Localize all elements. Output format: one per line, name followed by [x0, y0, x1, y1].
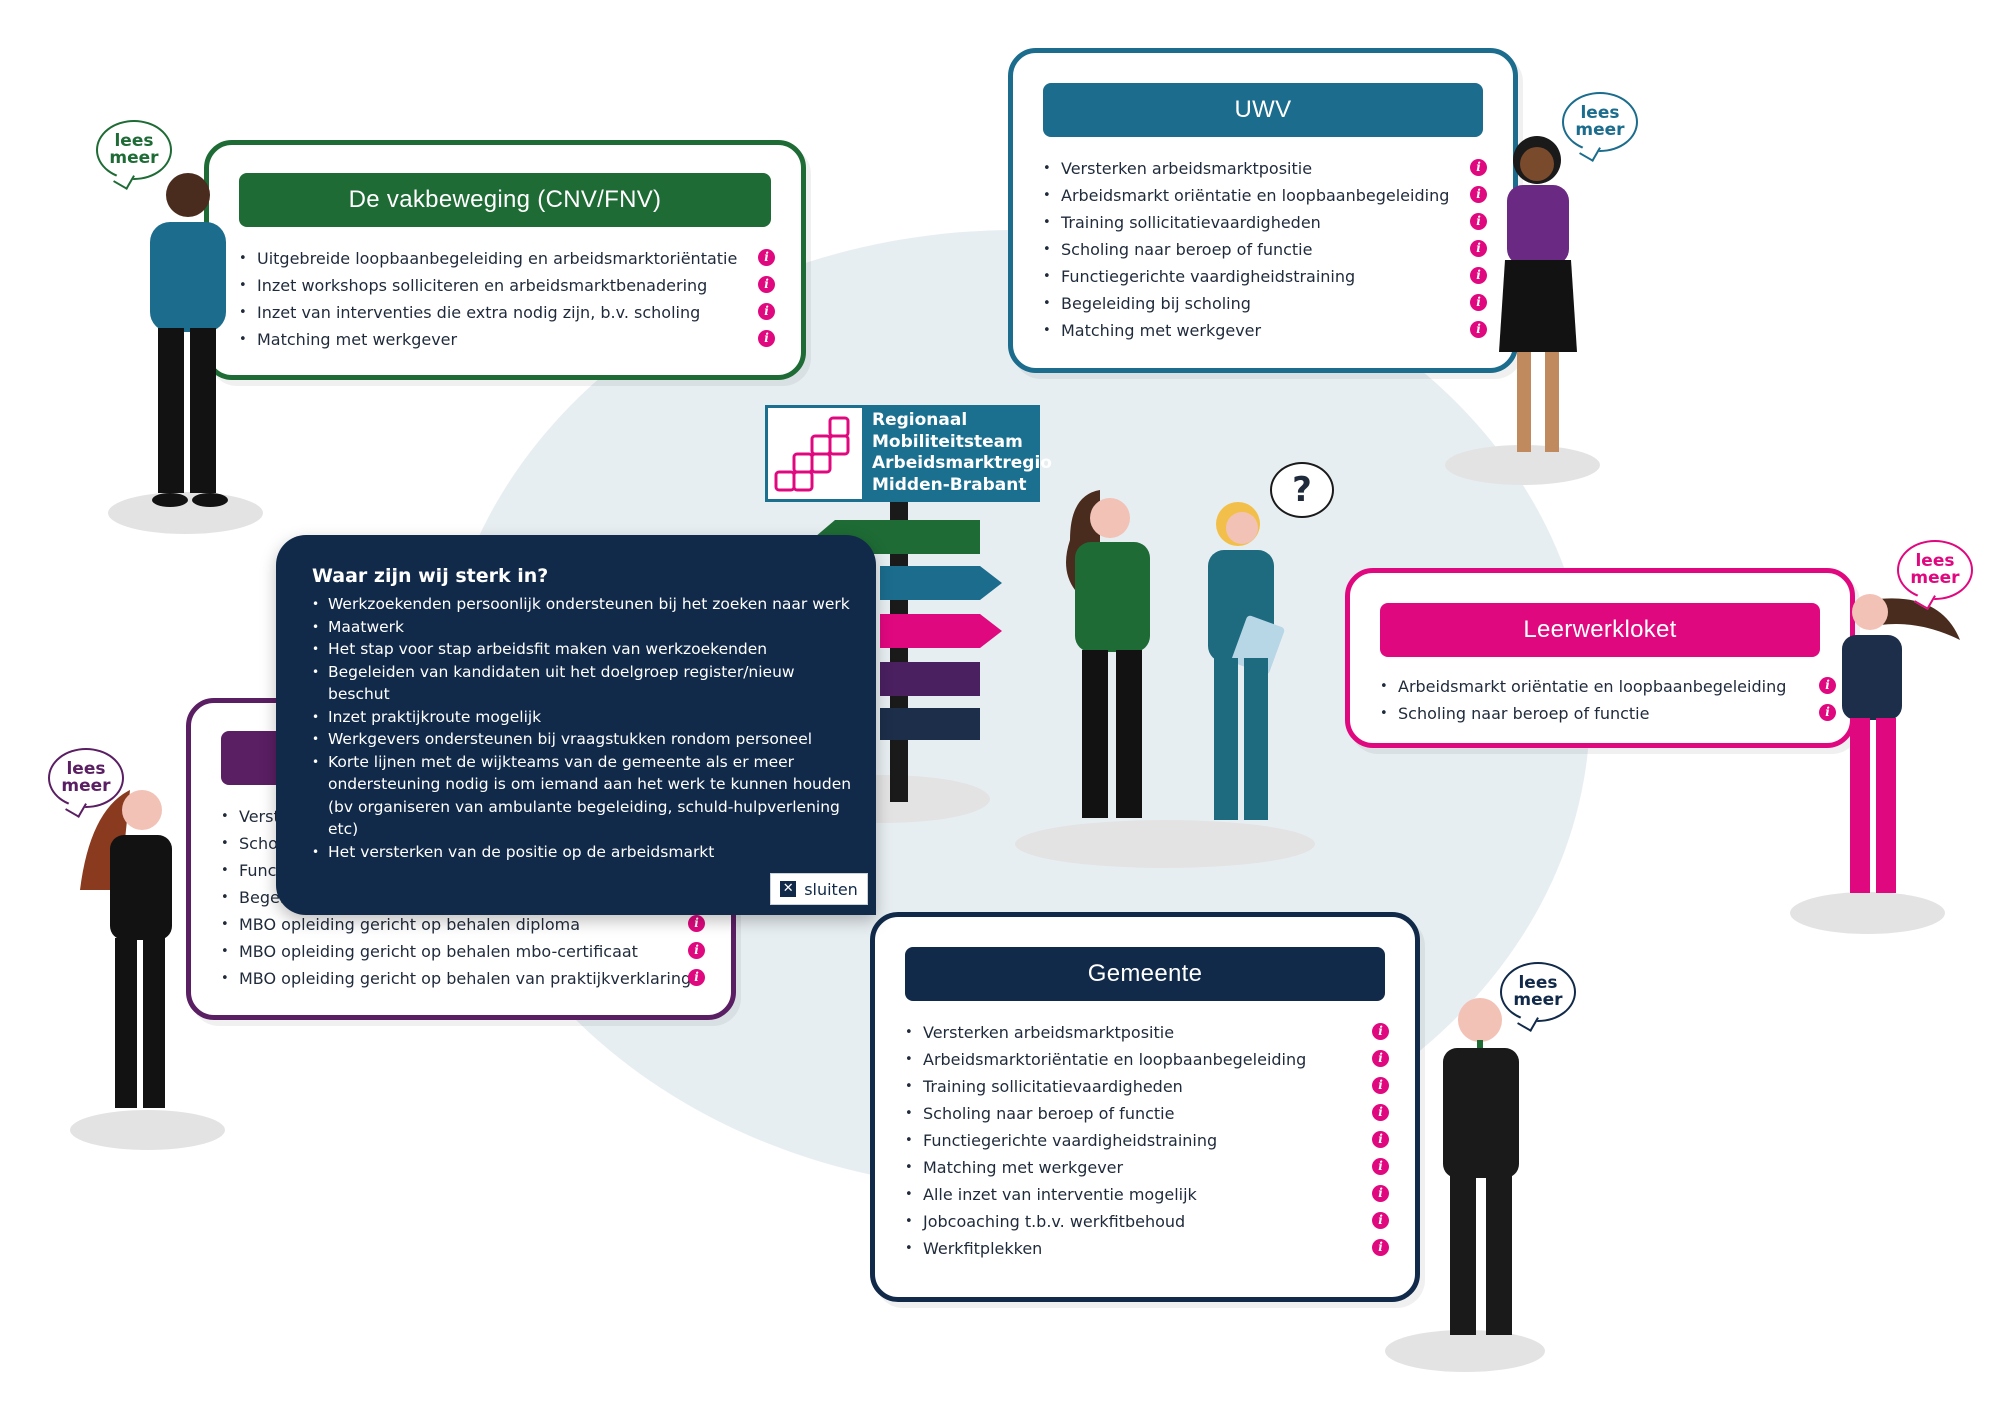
info-icon[interactable]: i	[1819, 677, 1836, 694]
info-icon[interactable]: i	[1470, 159, 1487, 176]
info-icon[interactable]: i	[1470, 267, 1487, 284]
info-icon[interactable]: i	[1372, 1239, 1389, 1256]
info-icon[interactable]: i	[688, 969, 705, 986]
list-item: Inzet van interventies die extra nodig z…	[239, 299, 775, 326]
info-icon[interactable]: i	[1470, 294, 1487, 311]
logo-text: Regionaal Mobiliteitsteam Arbeidsmarktre…	[872, 410, 1052, 495]
list-item: Uitgebreide loopbaanbegeleiding en arbei…	[239, 245, 775, 272]
info-icon[interactable]: i	[1372, 1158, 1389, 1175]
popup-title: Waar zijn wij sterk in?	[312, 565, 549, 587]
floor-shadow	[1790, 892, 1945, 934]
info-icon[interactable]: i	[758, 249, 775, 266]
close-label: sluiten	[804, 879, 858, 899]
card-title: UWV	[1043, 83, 1483, 137]
list-item: Inzet workshops solliciteren en arbeidsm…	[239, 272, 775, 299]
floor-shadow	[1385, 1330, 1545, 1372]
list-item: Arbeidsmarkt oriëntatie en loopbaanbegel…	[1043, 182, 1487, 209]
list-item: Arbeidsmarkt oriëntatie en loopbaanbegel…	[1380, 673, 1836, 700]
woman-pink-pants-figure	[1842, 594, 1960, 893]
info-icon[interactable]: i	[758, 276, 775, 293]
info-icon[interactable]: i	[1372, 1023, 1389, 1040]
info-icon[interactable]: i	[1819, 704, 1836, 721]
question-bubble: ?	[1270, 462, 1334, 518]
stairs-logo-icon	[768, 408, 862, 499]
list-item: Werkzoekenden persoonlijk ondersteunen b…	[312, 593, 852, 616]
info-icon[interactable]: i	[1372, 1185, 1389, 1202]
list-item: MBO opleiding gericht op behalen diploma…	[221, 911, 705, 938]
info-icon[interactable]: i	[1372, 1104, 1389, 1121]
service-list: Uitgebreide loopbaanbegeleiding en arbei…	[239, 245, 775, 353]
info-icon[interactable]: i	[688, 942, 705, 959]
man-blue-sweater-figure	[150, 173, 228, 507]
list-item: Het versterken van de positie op de arbe…	[312, 841, 852, 864]
woman-purple-blouse-figure	[1499, 136, 1577, 452]
floor-shadow	[70, 1110, 225, 1150]
list-item: Inzet praktijkroute mogelijk	[312, 706, 852, 729]
card-vakbeweging: De vakbeweging (CNV/FNV) Uitgebreide loo…	[204, 140, 806, 380]
close-button[interactable]: ✕ sluiten	[770, 873, 868, 905]
service-list: Arbeidsmarkt oriëntatie en loopbaanbegel…	[1380, 673, 1836, 727]
info-popup: Waar zijn wij sterk in? Werkzoekenden pe…	[276, 535, 876, 915]
signpost	[815, 502, 1002, 802]
info-icon[interactable]: i	[1470, 240, 1487, 257]
list-item: Begeleiden van kandidaten uit het doelgr…	[312, 661, 852, 706]
info-icon[interactable]: i	[1470, 186, 1487, 203]
list-item: Het stap voor stap arbeidsfit maken van …	[312, 638, 852, 661]
woman-green-sweater-figure	[1066, 490, 1150, 818]
list-item: MBO opleiding gericht op behalen van pra…	[221, 965, 705, 992]
popup-list: Werkzoekenden persoonlijk ondersteunen b…	[312, 593, 852, 863]
close-icon: ✕	[780, 881, 797, 897]
list-item: Korte lijnen met de wijkteams van de gem…	[312, 751, 852, 841]
man-black-suit-figure	[1443, 998, 1519, 1335]
info-icon[interactable]: i	[1372, 1131, 1389, 1148]
info-icon[interactable]: i	[1470, 213, 1487, 230]
card-title: Leerwerkloket	[1380, 603, 1820, 657]
card-title: De vakbeweging (CNV/FNV)	[239, 173, 771, 227]
info-icon[interactable]: i	[1372, 1212, 1389, 1229]
rmt-logo: Regionaal Mobiliteitsteam Arbeidsmarktre…	[765, 405, 1052, 502]
floor-shadow	[1015, 820, 1315, 868]
card-gemeente: Gemeente Versterken arbeidsmarktpositiei…	[870, 912, 1420, 1302]
info-icon[interactable]: i	[688, 915, 705, 932]
woman-black-suit-figure	[80, 790, 172, 1108]
list-item: MBO opleiding gericht op behalen mbo-cer…	[221, 938, 705, 965]
info-icon[interactable]: i	[1372, 1050, 1389, 1067]
info-icon[interactable]: i	[1470, 321, 1487, 338]
woman-teal-uniform-figure	[1208, 502, 1285, 820]
list-item: Werkgevers ondersteunen bij vraagstukken…	[312, 728, 852, 751]
info-icon[interactable]: i	[1372, 1077, 1389, 1094]
card-title: Gemeente	[905, 947, 1385, 1001]
list-item: Maatwerk	[312, 616, 852, 639]
info-icon[interactable]: i	[758, 330, 775, 347]
list-item: Arbeidsmarktoriëntatie en loopbaanbegele…	[905, 1046, 1389, 1073]
card-leerwerkloket: Leerwerkloket Arbeidsmarkt oriëntatie en…	[1345, 568, 1855, 748]
info-icon[interactable]: i	[758, 303, 775, 320]
